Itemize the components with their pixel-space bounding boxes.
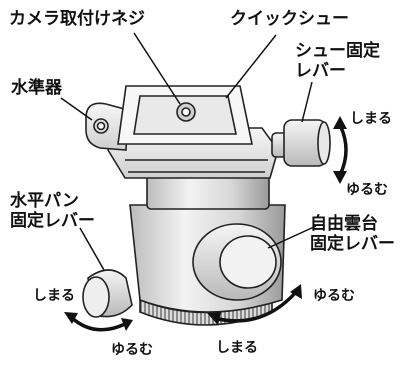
quick-shoe-label: クイックシュー <box>230 9 349 29</box>
pan-lever-label: 水平パン 固定レバー <box>10 191 95 231</box>
ball-lever-label-line1: 自由雲台 <box>310 214 378 234</box>
ball-lever-label: 自由雲台 固定レバー <box>310 214 395 254</box>
shoe-lever-label: シュー固定 レバー <box>295 41 380 81</box>
clamp-neck <box>146 174 270 210</box>
pan-tighten-label: しまる <box>33 288 75 304</box>
shoe-rotation-arrow <box>338 123 348 177</box>
pan-lever-label-line2: 固定レバー <box>10 210 95 231</box>
ball-tighten-label: しまる <box>216 340 258 356</box>
bubble-level-label: 水準器 <box>11 78 62 98</box>
shoe-tighten-label: しまる <box>350 111 392 127</box>
shoe-loosen-label: ゆるむ <box>346 182 388 198</box>
shoe-lever-label-line2: レバー <box>295 60 346 81</box>
ball-lever-label-line2: 固定レバー <box>310 233 395 254</box>
ball-head-illustration <box>82 85 331 326</box>
pan-lever-label-line1: 水平パン <box>10 191 79 211</box>
ball-rotation-arrow <box>212 290 298 323</box>
camera-screw-label: カメラ取付けネジ <box>9 9 145 29</box>
leader-lines <box>60 32 317 271</box>
pan-loosen-label: ゆるむ <box>111 342 153 358</box>
pan-rotation-arrow <box>70 316 127 332</box>
ball-loosen-label: ゆるむ <box>313 288 355 304</box>
shoe-lever-label-line1: シュー固定 <box>295 41 380 61</box>
rotation-arrows <box>64 116 348 332</box>
